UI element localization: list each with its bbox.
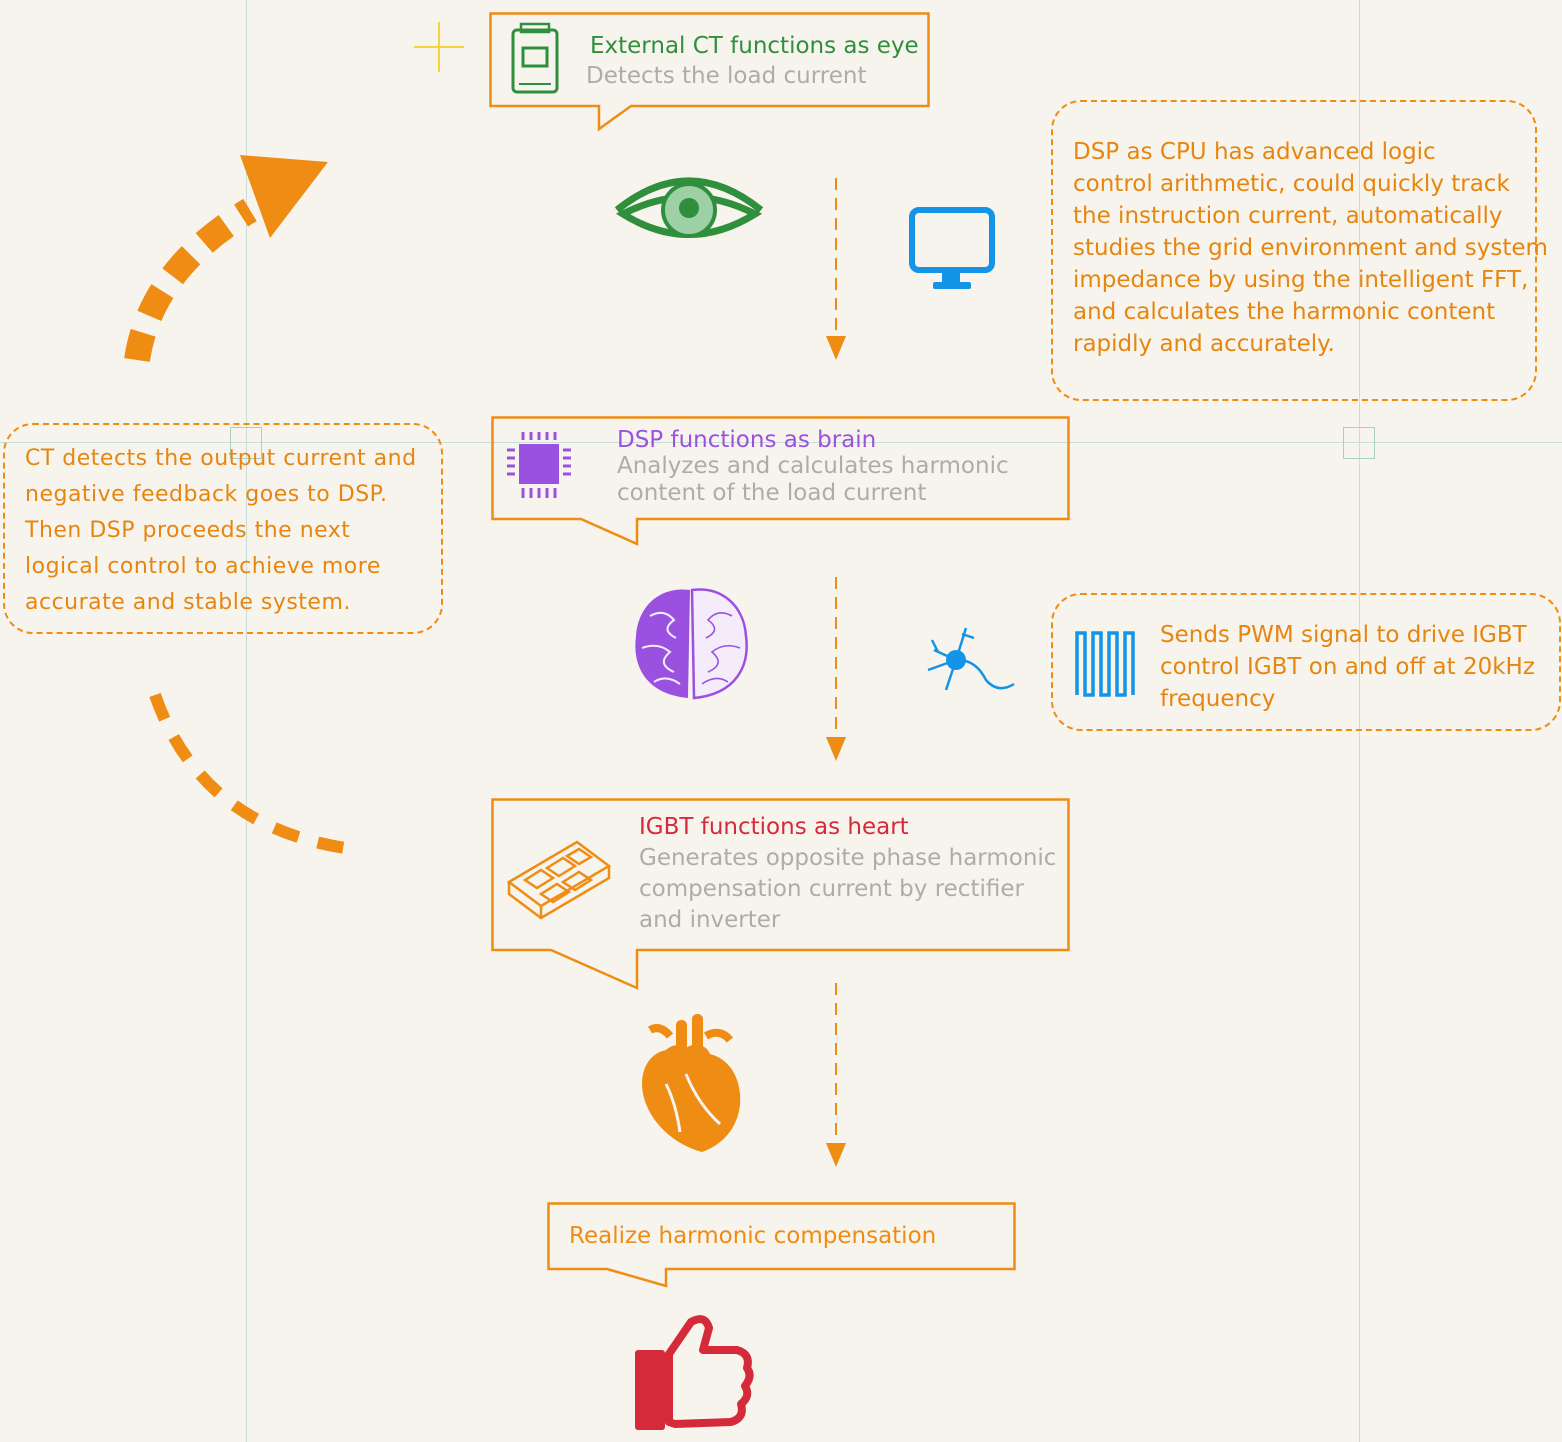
note-line: frequency [1160,686,1276,712]
feedback-arrow-icon [124,155,328,363]
igbt-subtitle-line: compensation current by rectifier [639,876,1024,902]
ct-callout: External CT functions as eye Detects the… [489,12,931,132]
dsp-subtitle-line: Analyzes and calculates harmonic [617,453,1009,479]
note-line: studies the grid environment and system [1073,235,1548,261]
guide-line [1359,0,1360,1442]
eye-icon [614,177,764,238]
note-line: negative feedback goes to DSP. [25,482,388,507]
flow-arrow-icon [826,178,846,360]
note-line: Sends PWM signal to drive IGBT [1160,622,1527,648]
chip-icon [507,432,571,498]
note-line: Then DSP proceeds the next [25,518,351,543]
current-transformer-icon [511,22,559,94]
dsp-subtitle: Analyzes and calculates harmonic content… [617,453,1009,507]
igbt-title: IGBT functions as heart [639,814,909,840]
guide-anchor [230,427,262,459]
dsp-title: DSP functions as brain [617,427,877,453]
flow-arrow-icon [826,983,846,1167]
dsp-subtitle-line: content of the load current [617,480,927,506]
heart-icon [642,1014,741,1152]
ct-subtitle: Detects the load current [586,63,867,89]
result-callout: Realize harmonic compensation [547,1202,1017,1288]
monitor-icon [909,207,995,289]
note-line: logical control to achieve more [25,554,381,579]
crosshair-icon [414,22,464,72]
note-line: CT detects the output current and [25,446,417,471]
igbt-subtitle-line: Generates opposite phase harmonic [639,845,1057,871]
igbt-subtitle: Generates opposite phase harmonic compen… [639,843,1056,936]
brain-icon [635,588,748,700]
guide-anchor [1343,427,1375,459]
neuron-icon [927,627,1015,691]
note-line: control arithmetic, could quickly track [1073,171,1510,197]
dsp-callout: DSP functions as brain Analyzes and calc… [491,416,1071,548]
note-line: control IGBT on and off at 20kHz [1160,654,1535,680]
dsp-cpu-note: DSP as CPU has advanced logic control ar… [1051,100,1548,401]
guide-line [246,0,247,1442]
note-line: impedance by using the intelligent FFT, [1073,267,1529,293]
ct-title: External CT functions as eye [590,33,919,59]
igbt-module-icon [506,840,612,920]
flow-arrow-icon [826,577,846,761]
pwm-note: Sends PWM signal to drive IGBT control I… [1051,593,1561,731]
pwm-waveform-icon [1075,631,1135,697]
note-line: accurate and stable system. [25,590,351,615]
thumbs-up-icon [635,1315,754,1430]
feedback-curve-icon [149,693,346,854]
feedback-note: CT detects the output current and negati… [3,423,443,634]
result-title: Realize harmonic compensation [569,1223,937,1249]
note-line: and calculates the harmonic content [1073,299,1496,325]
note-line: rapidly and accurately. [1073,331,1335,357]
note-line: DSP as CPU has advanced logic [1073,139,1436,165]
guide-line [0,442,1562,443]
igbt-callout: IGBT functions as heart Generates opposi… [491,798,1071,992]
igbt-subtitle-line: and inverter [639,907,781,933]
note-line: the instruction current, automatically [1073,203,1503,229]
